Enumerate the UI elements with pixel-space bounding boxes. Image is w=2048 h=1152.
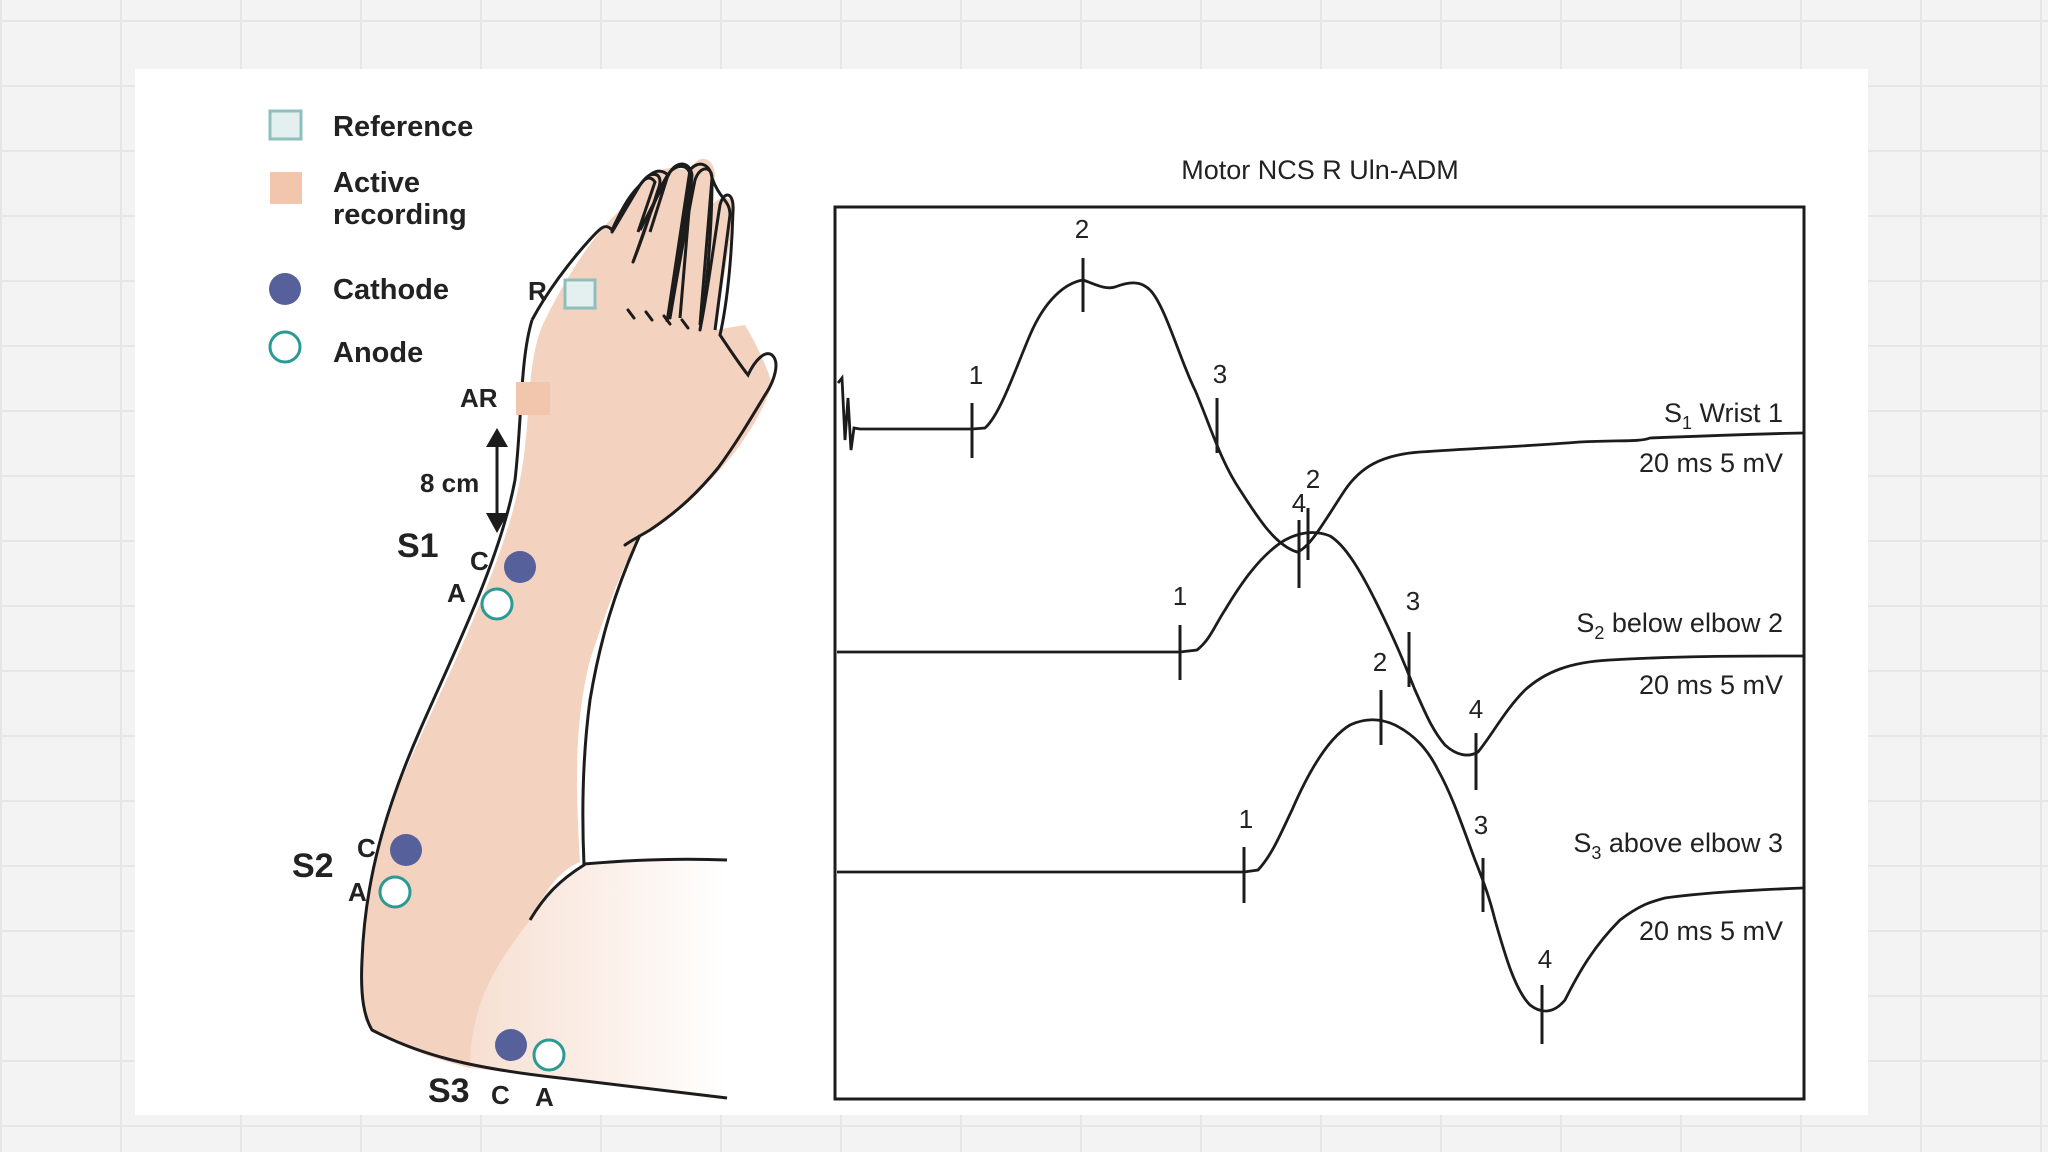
trace-s2-marker-1: 1 bbox=[1173, 581, 1187, 611]
forearm-and-hand bbox=[361, 158, 772, 1069]
plot-frame bbox=[833, 205, 1806, 1101]
trace-s2-marker-2: 2 bbox=[1306, 464, 1320, 494]
s1-site-label: S1 bbox=[397, 527, 439, 565]
trace-s1-marker-4: 4 bbox=[1292, 488, 1306, 518]
s3-site-label: S3 bbox=[428, 1072, 470, 1110]
anode-swatch bbox=[268, 330, 302, 364]
plot-title: Motor NCS R Uln-ADM bbox=[1181, 155, 1459, 185]
s3-cathode-letter: C bbox=[491, 1080, 510, 1110]
s1-anode bbox=[480, 587, 514, 621]
trace-s3-marker-3: 3 bbox=[1474, 810, 1488, 840]
trace-s1-marker-3: 3 bbox=[1213, 359, 1227, 389]
legend-reference-label: Reference bbox=[333, 111, 473, 143]
active-swatch bbox=[270, 172, 302, 204]
trace-s2-marker-4: 4 bbox=[1469, 694, 1483, 724]
trace-s1: 1 2 3 4 S1 Wrist 1 20 ms 5 mV bbox=[836, 214, 1804, 588]
trace-s2-waveform bbox=[837, 531, 1804, 757]
trace-s3-scale: 20 ms 5 mV bbox=[1639, 916, 1783, 946]
trace-s3-marker-4: 4 bbox=[1538, 944, 1552, 974]
active-recording-label: AR bbox=[460, 383, 498, 413]
trace-s2-scale: 20 ms 5 mV bbox=[1639, 670, 1783, 700]
trace-s2-label: S2 below elbow 2 bbox=[1576, 608, 1783, 643]
arm-illustration: R AR 8 cm S1 C A S2 C A S3 C A bbox=[292, 158, 778, 1112]
trace-s3-label: S3 above elbow 3 bbox=[1573, 828, 1783, 863]
s2-cathode-letter: C bbox=[357, 833, 376, 863]
trace-s2: 1 2 3 4 S2 below elbow 2 20 ms 5 mV bbox=[837, 464, 1804, 790]
trace-s3-waveform bbox=[837, 718, 1804, 1013]
trace-s1-marker-1: 1 bbox=[969, 360, 983, 390]
reference-swatch bbox=[268, 109, 303, 141]
s2-anode-letter: A bbox=[348, 877, 367, 907]
legend-cathode-label: Cathode bbox=[333, 274, 449, 306]
trace-s1-scale: 20 ms 5 mV bbox=[1639, 448, 1783, 478]
trace-s1-label: S1 Wrist 1 bbox=[1664, 398, 1783, 433]
legend: Reference Active recording Cathode Anode bbox=[268, 109, 473, 369]
arm-outline-right bbox=[528, 534, 642, 921]
s3-anode-letter: A bbox=[535, 1082, 554, 1112]
knuckle-creases bbox=[626, 308, 690, 330]
distance-arrow bbox=[486, 428, 508, 533]
trace-s1-marker-2: 2 bbox=[1075, 214, 1089, 244]
s1-cathode-letter: C bbox=[470, 546, 489, 576]
s3-cathode bbox=[495, 1029, 527, 1061]
waveform-plot: Motor NCS R Uln-ADM 1 2 3 4 S1 Wrist 1 2… bbox=[833, 155, 1806, 1101]
trace-s3: 1 2 3 4 S3 above elbow 3 20 ms 5 mV bbox=[837, 647, 1804, 1044]
legend-active-label-line1: Active bbox=[333, 167, 420, 199]
trace-s3-marker-1: 1 bbox=[1239, 804, 1253, 834]
trace-s2-marker-3: 3 bbox=[1406, 586, 1420, 616]
legend-active-label-line2: recording bbox=[333, 199, 467, 231]
trace-s3-marker-2: 2 bbox=[1373, 647, 1387, 677]
s2-cathode bbox=[390, 834, 422, 866]
active-recording-electrode bbox=[516, 382, 550, 415]
arm-outline-left bbox=[360, 319, 728, 1100]
s2-anode bbox=[378, 875, 412, 909]
trace-s1-waveform bbox=[836, 278, 1804, 554]
reference-electrode bbox=[563, 278, 597, 310]
s1-anode-letter: A bbox=[447, 578, 466, 608]
hand-fingers bbox=[610, 164, 735, 337]
upper-arm-top-line bbox=[583, 857, 728, 866]
legend-anode-label: Anode bbox=[333, 337, 423, 369]
distance-label: 8 cm bbox=[420, 468, 479, 498]
reference-electrode-label: R bbox=[528, 276, 547, 306]
s1-cathode bbox=[504, 551, 536, 583]
s3-anode bbox=[532, 1038, 566, 1072]
cathode-swatch bbox=[269, 273, 301, 305]
hand-thumb-and-palm bbox=[623, 333, 778, 547]
s2-site-label: S2 bbox=[292, 847, 334, 885]
